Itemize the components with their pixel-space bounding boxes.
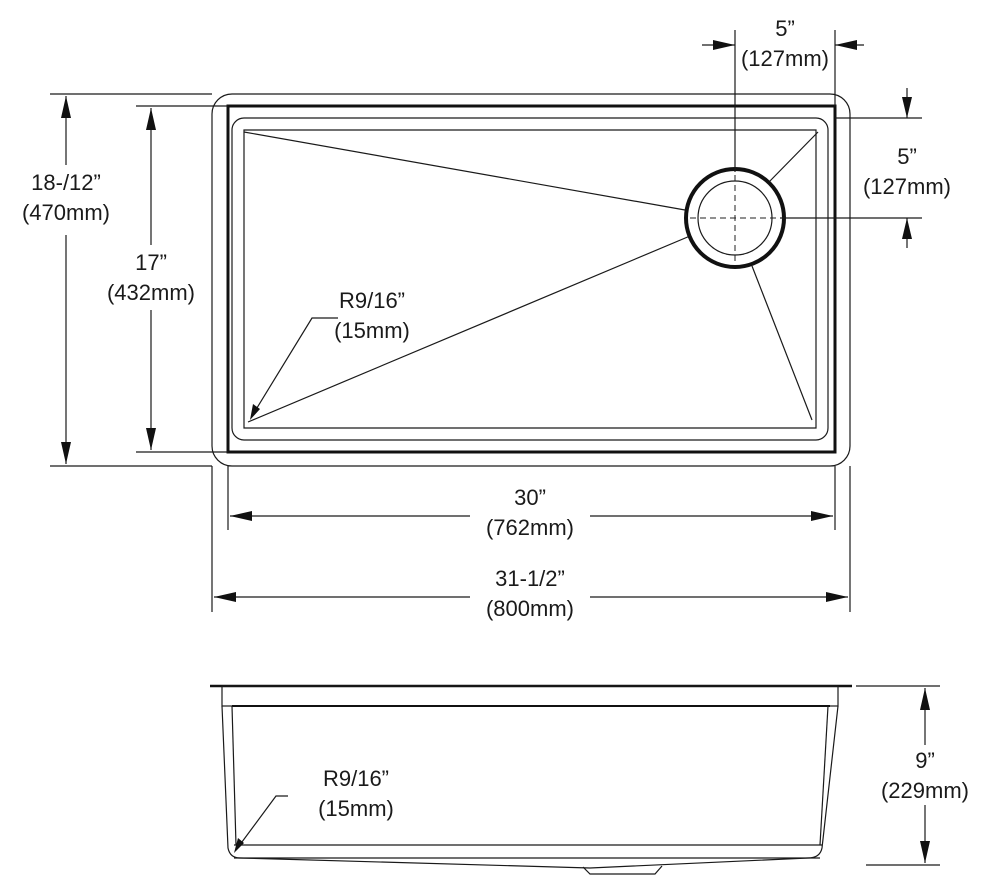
drain-side-offset-dimension: 5” (127mm) — [702, 16, 864, 172]
drain-side-inch: 5” — [775, 16, 795, 41]
inner-rim — [226, 104, 837, 454]
side-corner-radius-callout: R9/16” (15mm) — [234, 766, 394, 853]
overall-width-dimension: 31-1/2” (800mm) — [211, 466, 851, 621]
drain-back-offset-dimension: 5” (127mm) — [780, 88, 951, 248]
overall-depth-mm: (470mm) — [22, 200, 110, 225]
overall-width-inch: 31-1/2” — [495, 566, 565, 591]
top-view — [211, 93, 851, 467]
inner-depth-inch: 17” — [135, 250, 167, 275]
side-corner-radius-inch: R9/16” — [323, 766, 389, 791]
top-corner-radius-callout: R9/16” (15mm) — [250, 288, 410, 420]
corner-radius-mm: (15mm) — [334, 318, 410, 343]
inner-width-mm: (762mm) — [486, 515, 574, 540]
bowl-depth-dimension: 9” (229mm) — [856, 685, 969, 866]
inner-depth-mm: (432mm) — [107, 280, 195, 305]
inner-depth-dimension: 17” (432mm) — [107, 105, 228, 453]
bowl-depth-mm: (229mm) — [881, 778, 969, 803]
side-corner-radius-mm: (15mm) — [318, 796, 394, 821]
basin-outline — [231, 117, 829, 441]
side-drain — [582, 865, 663, 875]
basin-floor — [243, 129, 817, 429]
slope-line — [243, 131, 686, 211]
overall-depth-inch: 18-/12” — [31, 170, 101, 195]
inner-width-dimension: 30” (762mm) — [227, 466, 836, 540]
inner-width-inch: 30” — [514, 485, 546, 510]
slope-line — [751, 265, 813, 421]
slope-line — [767, 131, 819, 184]
slope-line — [247, 235, 691, 423]
drain-side-mm: (127mm) — [741, 46, 829, 71]
drain-back-inch: 5” — [897, 144, 917, 169]
overall-width-mm: (800mm) — [486, 596, 574, 621]
overall-depth-dimension: 18-/12” (470mm) — [22, 93, 212, 467]
bowl-depth-inch: 9” — [915, 748, 935, 773]
drain-back-mm: (127mm) — [863, 174, 951, 199]
outer-flange — [211, 93, 851, 467]
side-view — [210, 684, 852, 875]
corner-radius-inch: R9/16” — [339, 288, 405, 313]
